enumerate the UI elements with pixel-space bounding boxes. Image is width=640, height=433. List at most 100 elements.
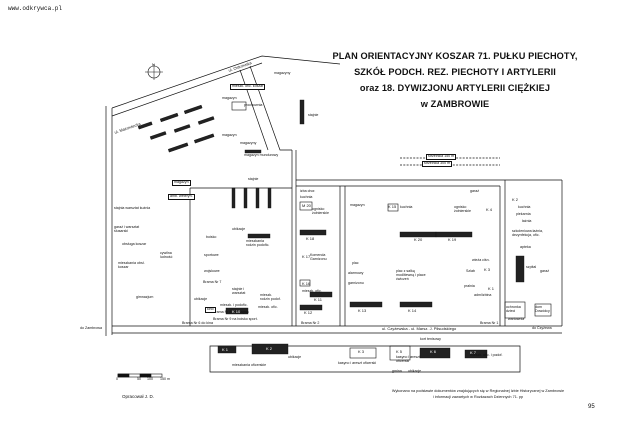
label-kort-tenisowy: kort tenisowy (420, 337, 441, 341)
label-sportowe: sportowe (204, 253, 219, 257)
label-pralnia: pralnia (464, 284, 475, 288)
building-wartownia (504, 301, 526, 319)
label-garaz-r: garaż (540, 269, 549, 273)
building-top-6 (197, 116, 215, 125)
road-inner-12 (239, 69, 269, 151)
label-magazyny-top: magazyny (274, 71, 291, 75)
building-stajnie-3 (255, 187, 260, 209)
building-k11 (309, 291, 333, 298)
label-k4: K 4 (486, 207, 493, 212)
building-k12 (299, 304, 323, 311)
building-prochownia (231, 101, 247, 111)
label-kb-2: K 2 (266, 346, 273, 351)
scale-0: 0 (116, 377, 118, 381)
building-k7 (464, 349, 488, 359)
label-mieszk-ofic-mid: mieszk. ofic. (302, 289, 322, 293)
building-k10 (225, 307, 249, 315)
building-stajnie-4 (267, 187, 272, 209)
title-line-4: w ZAMBROWIE (420, 99, 490, 109)
label-plac-sala: plac z salką modlitewną i place ćwiczeń (396, 269, 426, 281)
website-watermark: www.odkrywca.pl (8, 5, 63, 12)
building-stajnie-2 (243, 187, 248, 209)
label-k10: K 10 (232, 309, 241, 314)
label-kb-6: K 6 (430, 349, 437, 354)
building-top-5 (173, 124, 191, 133)
label-szkoleniowa: szkoleniowa łaźnia, dezynfekcja, ofic. (512, 229, 543, 237)
label-komenda-garnizonu: Komenda Garnizonu (310, 253, 327, 261)
label-k19: K 19 (448, 237, 457, 242)
range-label-300: strzelnica 300 m (422, 161, 453, 167)
label-kuchnia-r: kuchnia (518, 205, 531, 209)
bottom-strip (209, 345, 521, 373)
label-magazyn-mundurowy: magazyn mundurowy (244, 153, 279, 157)
building-top-3 (183, 104, 203, 115)
label-szpital: szpital (526, 265, 537, 269)
gate-1: Brama Nr 1 (480, 321, 499, 325)
label-k11: K 11 (314, 297, 322, 302)
label-wartownia: wartownia (508, 317, 525, 321)
label-dom-dowodcy: dom Dowódcy (535, 305, 550, 313)
road-ostrowska-edge (111, 62, 263, 117)
label-k1: K 1 (488, 286, 495, 291)
label-stajnia-kuznia: stajnia warsztat kuźnia (114, 206, 151, 210)
label-stajnie-warsztat: stajnie i warsztat (232, 287, 246, 295)
label-m20: M 20 (302, 203, 311, 208)
label-cywilna-ludnosc: cywilna ludność (160, 251, 173, 259)
building-k5b (389, 345, 411, 361)
map-title: PLAN ORIENTACYJNY KOSZAR 71. PUŁKU PIECH… (290, 48, 620, 112)
label-ubikacje-mid: ubikacje (232, 227, 246, 231)
building-top-7 (167, 142, 189, 153)
gate-7: Brama Nr 7 (203, 280, 222, 284)
building-m20 (299, 201, 313, 211)
building-top-8 (193, 133, 215, 144)
label-mieszkania-ofic-b: mieszk. ofic. i podof. (470, 353, 503, 357)
label-mieszk-rodzin: mieszk. rodzin podof. (260, 293, 281, 301)
label-gimnazjum: gimnazjum (136, 295, 154, 299)
scale-100: 100 (147, 377, 153, 381)
page-number: 95 (588, 404, 595, 410)
label-amb-weteryn: amb. weteryn. (168, 194, 195, 200)
road-inner-11 (249, 65, 292, 151)
building-kuchnia-c (387, 203, 399, 212)
label-magazyn-c: magazyn (350, 203, 365, 207)
label-magazyn-w: magazyn (172, 180, 191, 186)
compass-north: N (152, 62, 155, 67)
building-mieszk-pod (247, 233, 271, 239)
label-ubikacje-low: ubikacje (194, 297, 208, 301)
label-k3: K 3 (484, 267, 491, 272)
label-k17: K 17 (302, 254, 311, 259)
label-mieszkania-oficerskie: mieszkania oficerskie (232, 363, 267, 367)
label-ubikacje-b2: ubikacje (408, 369, 422, 373)
building-dom-dowodcy (534, 303, 552, 317)
label-kasyno-areszt: kasyno i areszt oficerski (338, 361, 377, 365)
scale-bar (117, 373, 163, 378)
label-mieszk-ofic-koszar: mieszk. ofic. koszar (230, 84, 266, 90)
title-line-1: PLAN ORIENTACYJNY KOSZAR 71. PUŁKU PIECH… (332, 51, 578, 61)
label-mieszk-podofic: mieszk. i podofic. (220, 303, 248, 307)
label-garnizonu: garnizonu (348, 281, 364, 285)
label-mieszk-obsl-koszar: mieszkania obsł. koszar (118, 261, 145, 269)
gate-9: Brama Nr 9 na boisko sport. (213, 317, 258, 321)
label-kuchnia-c: kuchnia (400, 205, 413, 209)
label-plac: plac (352, 261, 359, 265)
source-line-2: i informacji zawartych w Rozkazach Dzien… (432, 394, 524, 399)
scale-150: 150 m (160, 377, 170, 381)
label-wieza-cisn: wieża ciśn. (472, 258, 490, 262)
label-mieszk-ofic-low: mieszk. ofic. (258, 305, 278, 309)
label-k16: K 16 (302, 281, 311, 286)
building-magazyn-mid (244, 149, 262, 154)
label-stajnie-top: stajnie (308, 113, 319, 117)
label-kb-3: K 3 (358, 349, 365, 354)
label-ubikacje-b: ubikacje (288, 355, 302, 359)
range-label-150: strzelnica 150 m (426, 154, 457, 160)
compass-needle (145, 64, 163, 80)
building-top-4 (149, 131, 167, 140)
label-k20: K 20 (414, 237, 423, 242)
label-ochronka: ochronka dzieci (506, 305, 521, 313)
label-kasyno-areszt-ofic: kasyno i areszt oficerski (396, 355, 420, 363)
label-gmina: gmina (392, 369, 402, 373)
building-k1b (217, 345, 237, 354)
label-mieszkania-podofic: mieszkania rodzin podofic. (246, 239, 270, 247)
label-garaz: garaż (470, 189, 479, 193)
boundary-top (111, 55, 341, 109)
